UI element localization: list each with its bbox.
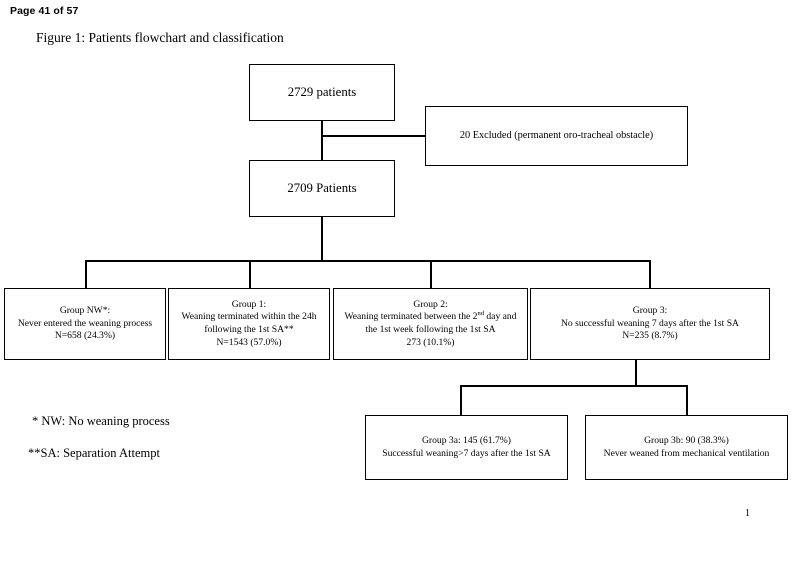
node-total-patients: 2729 patients (249, 64, 395, 121)
node-included-patients: 2709 Patients (249, 160, 395, 217)
page-number: 1 (745, 508, 750, 519)
node-group-2-line2-ordinal: nd (477, 310, 484, 318)
footnote-nw: * NW: No weaning process (32, 414, 170, 428)
node-group-1: Group 1: Weaning terminated within the 2… (168, 288, 330, 360)
node-group-2-line2-pre: Weaning terminated between the 2 (344, 311, 478, 323)
node-group-1-line1: Group 1: (231, 298, 267, 310)
node-group-2-line2: Weaning terminated between the 2nd day a… (344, 310, 517, 324)
node-group-2-line3: the 1st week following the 1st SA (365, 324, 496, 335)
node-group-2-line1: Group 2: (413, 298, 448, 310)
node-group-3a: Group 3a: 145 (61.7%) Successful weaning… (365, 415, 568, 480)
node-group-2: Group 2: Weaning terminated between the … (333, 288, 528, 360)
node-excluded-line1: 20 Excluded (permanent oro-tracheal obst… (459, 130, 654, 142)
connector-group3-to-subgroups (635, 360, 637, 386)
connector-included-to-groups (321, 217, 323, 261)
connector-to-excluded (321, 135, 426, 137)
node-group-1-line4: N=1543 (57.0%) (216, 336, 282, 348)
node-total-patients-line1: 2729 patients (287, 85, 357, 100)
connector-group-distributor (85, 260, 650, 262)
connector-total-to-included (321, 121, 323, 160)
node-group-nw-line1: Group NW*: (59, 305, 111, 317)
figure-caption: Figure 1: Patients flowchart and classif… (36, 30, 284, 45)
connector-subgroup-distributor (460, 385, 687, 387)
node-group-nw-line2: Never entered the weaning process (17, 317, 153, 329)
footnote-sa: **SA: Separation Attempt (28, 446, 160, 460)
node-group-3b-line2: Never weaned from mechanical ventilation (603, 447, 770, 459)
node-group-3-line3: N=235 (8.7%) (622, 330, 678, 342)
node-group-3a-line2: Successful weaning>7 days after the 1st … (382, 447, 551, 459)
page-header-label: Page 41 of 57 (10, 5, 79, 17)
node-group-3a-line1: Group 3a: 145 (61.7%) (422, 434, 511, 446)
node-group-3b: Group 3b: 90 (38.3%) Never weaned from m… (585, 415, 788, 480)
connector-drop-group-nw (85, 260, 87, 288)
node-group-3-line1: Group 3: (632, 305, 668, 317)
node-group-2-line2-post: day and (483, 311, 517, 323)
node-included-patients-line1: 2709 Patients (287, 181, 357, 196)
connector-drop-group-1 (249, 260, 251, 288)
node-group-3-line2: No successful weaning 7 days after the 1… (561, 317, 739, 329)
node-group-nw-line3: N=658 (24.3%) (54, 330, 116, 342)
node-excluded: 20 Excluded (permanent oro-tracheal obst… (425, 106, 688, 166)
connector-drop-group-2 (430, 260, 432, 288)
node-group-1-line2: Weaning terminated within the 24h (181, 311, 317, 323)
connector-drop-group-3a (460, 385, 462, 415)
node-group-2-line4: 273 (10.1%) (406, 336, 455, 348)
node-group-1-line3: following the 1st SA** (204, 324, 294, 335)
node-group-3b-line1: Group 3b: 90 (38.3%) (644, 434, 729, 446)
node-group-nw: Group NW*: Never entered the weaning pro… (4, 288, 166, 360)
connector-drop-group-3b (686, 385, 688, 415)
node-group-3: Group 3: No successful weaning 7 days af… (530, 288, 770, 360)
connector-drop-group-3 (649, 260, 651, 288)
